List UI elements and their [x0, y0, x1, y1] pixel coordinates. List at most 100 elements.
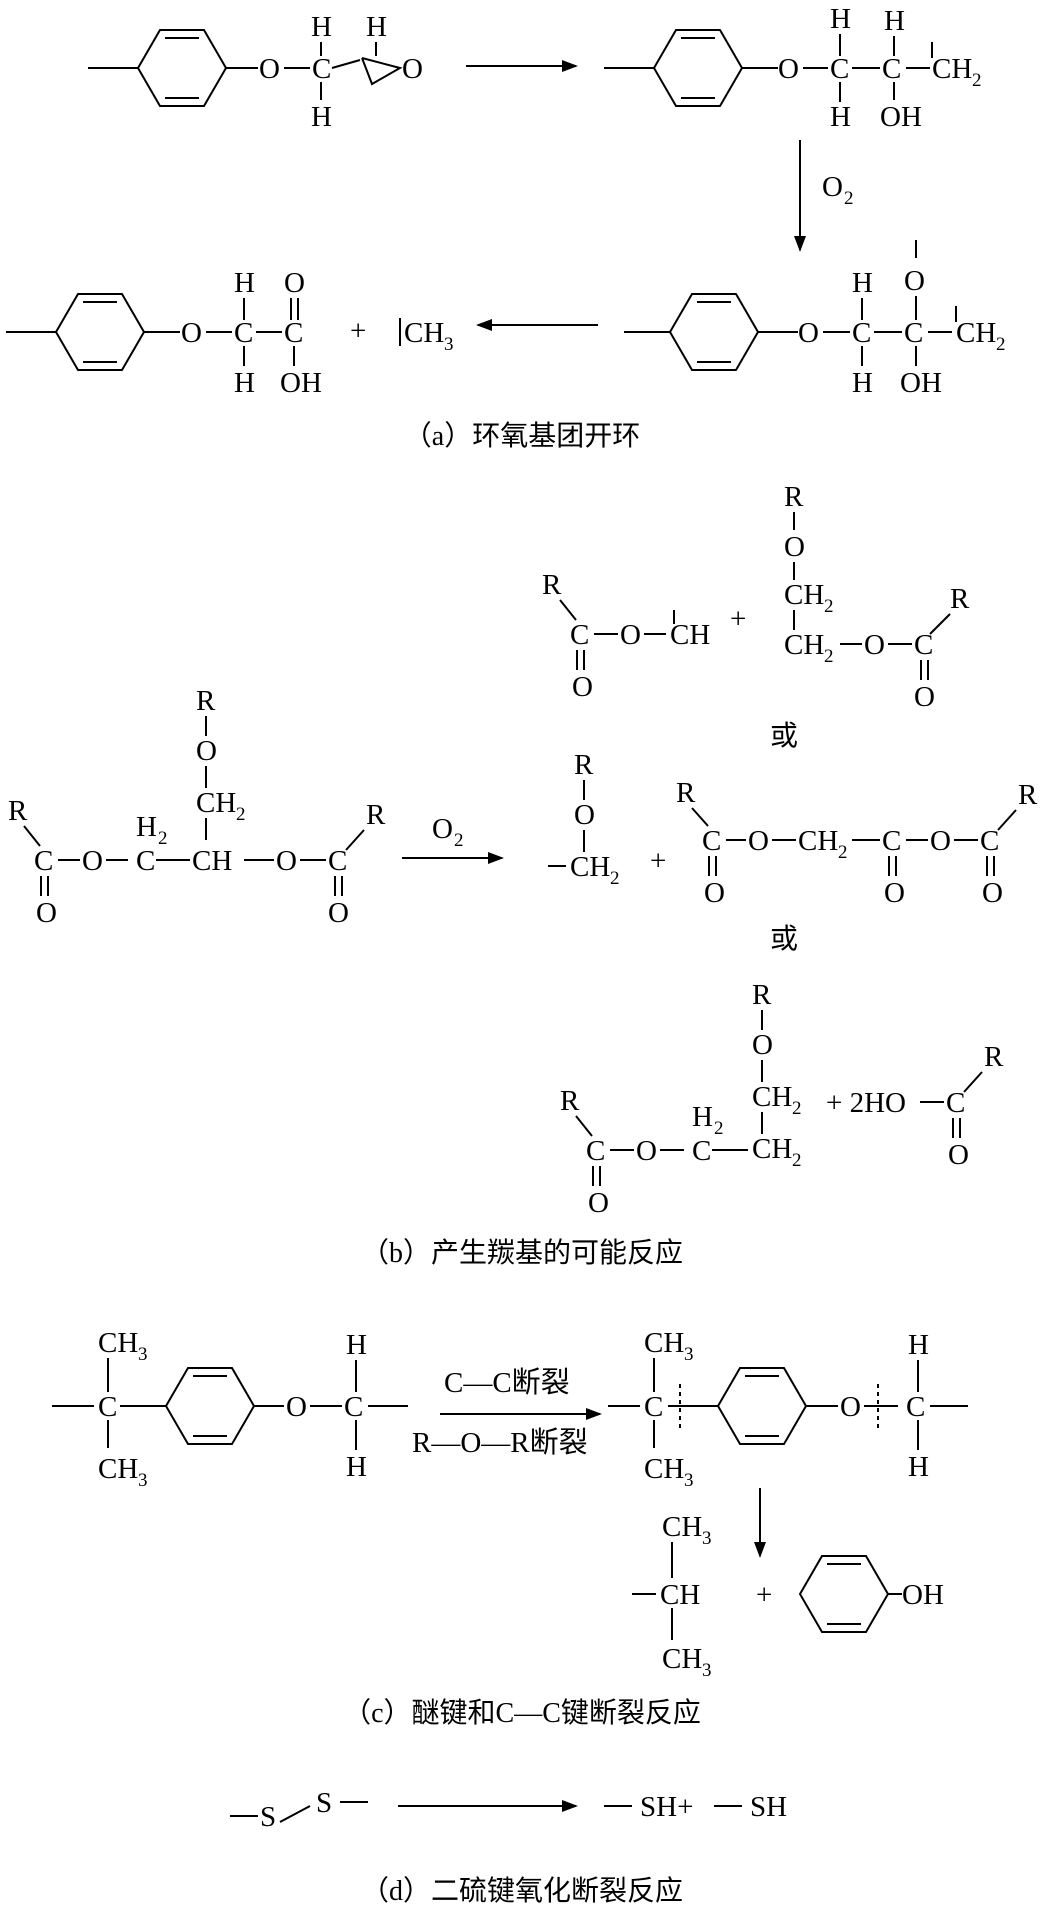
plus-hydroxy: + 2HO — [826, 1087, 906, 1119]
subscript-3: 3 — [138, 1470, 148, 1491]
methylene-group: CH — [570, 851, 610, 883]
subscript-3: 3 — [702, 1660, 712, 1681]
methylene-group: CH — [798, 825, 838, 857]
epoxide-ring — [361, 57, 403, 86]
carbonyl-carbon: C — [980, 825, 999, 857]
subscript-2: 2 — [714, 1118, 724, 1139]
ether-oxygen: O — [784, 531, 805, 563]
methyl-group: CH — [98, 1453, 138, 1485]
methyl-group: CH — [404, 317, 444, 349]
peroxy-oxygen: O — [904, 265, 925, 297]
methylene-group: CH — [752, 1133, 792, 1165]
methylene-carbon: C — [136, 845, 155, 877]
hydrogen-bottom: H — [908, 1451, 929, 1483]
product-option-1: R C O O CH + R O CH 2 CH 2 O C R — [542, 481, 970, 713]
subscript-3: 3 — [444, 334, 454, 355]
ether-oxygen: O — [778, 53, 799, 85]
subscript-2: 2 — [792, 1150, 802, 1171]
ester-oxygen: O — [748, 825, 769, 857]
methine-group: CH — [660, 1579, 700, 1611]
thiol-2: SH — [750, 1791, 787, 1823]
hydroxyl-group: OH — [880, 101, 922, 133]
subscript-2: 2 — [996, 334, 1006, 355]
methine-group: CH — [192, 845, 232, 877]
hydrogen-bottom: H — [852, 367, 873, 399]
carbonyl-carbon: C — [586, 1135, 605, 1167]
intermediate-radicals: CH 3 C CH 3 O C H H — [608, 1327, 968, 1491]
hydrogen-top: H — [830, 3, 851, 35]
methylene-group: CH — [932, 53, 972, 85]
carbonyl-carbon: C — [702, 825, 721, 857]
cc-cleavage-label: C—C断裂 — [444, 1366, 570, 1399]
quaternary-carbon: C — [644, 1391, 663, 1423]
ether-oxygen: O — [286, 1391, 307, 1423]
subscript-2: 2 — [158, 828, 168, 849]
subscript-3: 3 — [138, 1344, 148, 1365]
benzene-ring — [668, 293, 760, 371]
r-group: R — [542, 569, 562, 601]
methylene-carbon: C — [906, 1391, 925, 1423]
plus-sign: + — [730, 603, 746, 635]
benzene-ring — [716, 1367, 808, 1445]
sulfur-2: S — [316, 1787, 332, 1819]
carbonyl-oxygen: O — [36, 897, 57, 929]
quaternary-carbon: C — [98, 1391, 117, 1423]
hydrogen-top: H — [234, 267, 255, 299]
panel-c: CH 3 C CH 3 O C H H C—C断裂 R—O—R断裂 CH — [52, 1327, 968, 1729]
plus-sign: + — [650, 845, 666, 877]
benzene-ring — [164, 1367, 256, 1445]
r-group: R — [784, 481, 804, 513]
r-group: R — [8, 795, 28, 827]
r-group: R — [196, 685, 216, 717]
r-group: R — [950, 583, 970, 615]
panel-b: R C O O CH + R O CH 2 CH 2 O C R — [8, 481, 1038, 1269]
thiol-1: SH+ — [640, 1791, 693, 1823]
carbonyl-carbon: C — [570, 619, 589, 651]
reactant-triester: R O CH 2 R C O O H 2 C CH O C R — [8, 685, 386, 929]
hydrogen-top: H — [346, 1329, 367, 1361]
hydrogen-top: H — [908, 1329, 929, 1361]
carbonyl-oxygen: O — [572, 671, 593, 703]
oxidant-subscript: 2 — [844, 188, 854, 209]
sulfur-1: S — [260, 1801, 276, 1833]
carbon-1: C — [234, 317, 253, 349]
subscript-2: 2 — [610, 868, 620, 889]
hydrogen-bottom: H — [311, 101, 332, 133]
carbonyl-oxygen: O — [914, 681, 935, 713]
phenol-ring — [798, 1555, 890, 1633]
methyl-group: CH — [644, 1327, 684, 1359]
reactant-glycidyl-ether: O C H H H O — [88, 11, 423, 133]
oxidant-o2: O — [432, 813, 453, 845]
or-label-1: 或 — [770, 720, 798, 752]
benzene-ring — [652, 29, 744, 107]
carbon-1: C — [830, 53, 849, 85]
carbonyl-carbon: C — [882, 825, 901, 857]
methylene-carbon: C — [692, 1135, 711, 1167]
carbonyl-carbon: C — [946, 1087, 965, 1119]
hydrogen-bottom: H — [830, 101, 851, 133]
ether-oxygen: O — [574, 799, 595, 831]
caption-d: （d）二硫键氧化断裂反应 — [361, 1875, 683, 1907]
plus-sign: + — [350, 315, 366, 347]
caption-b: （b）产生羰基的可能反应 — [361, 1237, 683, 1269]
hydrogen-top: H — [852, 267, 873, 299]
peroxide-intermediate: O C H H C O OH CH 2 — [624, 240, 1006, 399]
subscript-2: 2 — [236, 804, 246, 825]
r-group: R — [366, 799, 386, 831]
carbon-1: C — [852, 317, 871, 349]
ether-oxygen: O — [840, 1391, 861, 1423]
methylene-group: CH — [784, 579, 824, 611]
carbon-2: C — [882, 53, 901, 85]
methyl-group: CH — [644, 1453, 684, 1485]
subscript-2: 2 — [824, 596, 834, 617]
caption-a: （a）环氧基团开环 — [404, 420, 640, 452]
subscript-2: 2 — [838, 842, 848, 863]
hydroxyl-group: OH — [902, 1579, 944, 1611]
methylene-carbon: C — [312, 53, 331, 85]
ether-oxygen: O — [752, 1029, 773, 1061]
hydroxyl-group: OH — [280, 367, 322, 399]
intermediate-alcohol: O C H H C H OH CH 2 — [604, 3, 982, 133]
carbonyl-carbon: C — [284, 317, 303, 349]
product-option-3: R O CH 2 CH 2 R C O O H 2 C + 2HO C — [560, 979, 1004, 1219]
